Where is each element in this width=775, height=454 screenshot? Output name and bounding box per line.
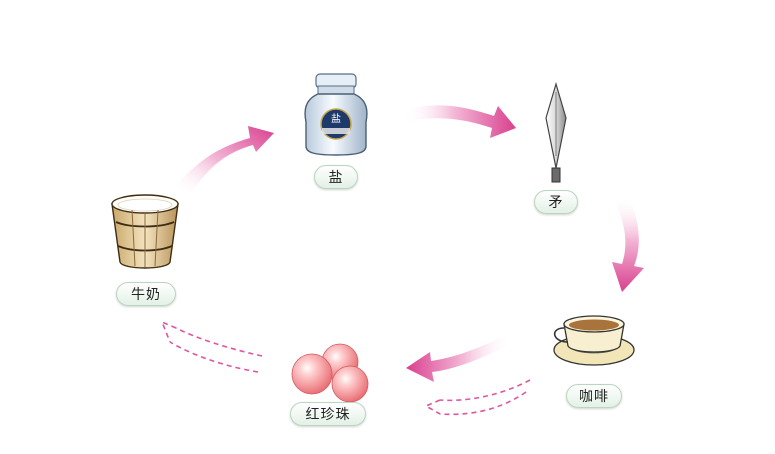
milk-bucket-icon — [111, 194, 179, 269]
pearls-icon — [291, 343, 369, 403]
dashed-arrow-pearls-to-milk — [160, 320, 263, 373]
label-coffee: 咖啡 — [566, 384, 622, 408]
arrow-milk-to-salt — [176, 126, 274, 192]
label-pearls: 红珍珠 — [290, 402, 366, 426]
arrow-salt-to-spear — [404, 105, 516, 138]
salt-jar-label-text: 盐 — [331, 112, 341, 125]
spear-icon — [545, 81, 567, 183]
coffee-cup-icon — [553, 315, 635, 366]
dashed-arrow-coffee-to-pearls — [424, 379, 531, 416]
label-salt: 盐 — [314, 165, 358, 189]
arrow-spear-to-coffee — [612, 196, 644, 292]
label-milk: 牛奶 — [116, 282, 176, 306]
arrow-coffee-to-pearls — [406, 334, 510, 382]
salt-jar-icon: 盐 — [304, 73, 368, 156]
label-spear: 矛 — [534, 190, 578, 214]
